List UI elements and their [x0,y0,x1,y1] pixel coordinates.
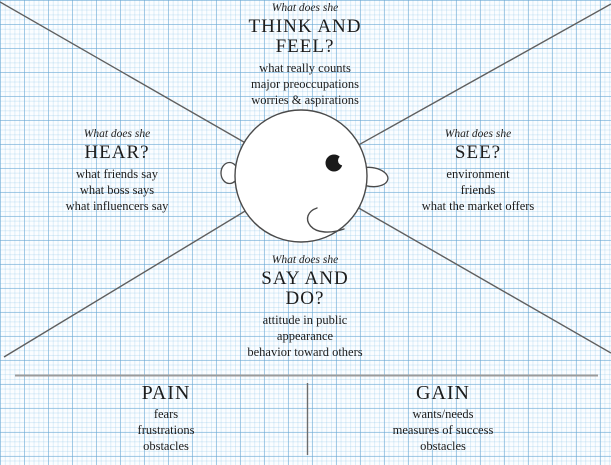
smile-icon [306,207,345,233]
section-say-and-do: What does she SAY AND DO? attitude in pu… [195,254,415,360]
hear-item: what boss says [79,182,155,197]
say-do-items: attitude in public appearance behavior t… [195,312,415,360]
section-gain: GAIN wants/needs measures of success obs… [343,383,543,454]
see-prompt: What does she [444,128,512,140]
pain-items: fears frustrations obstacles [66,406,266,454]
section-pain: PAIN fears frustrations obstacles [66,383,266,454]
eye-icon [325,154,348,172]
see-item: what the market offers [421,198,535,213]
section-hear: What does she HEAR? what friends say wha… [27,128,207,214]
see-item: environment [446,166,510,181]
gain-item: measures of success [392,423,494,437]
see-item: friends [460,182,496,197]
hear-item: what influencers say [65,198,169,213]
gain-items: wants/needs measures of success obstacle… [343,406,543,454]
see-items: environment friends what the market offe… [388,166,568,214]
say-do-item: attitude in public [262,312,348,327]
section-see: What does she SEE? environment friends w… [388,128,568,214]
pain-item: fears [153,407,179,421]
think-feel-item: what really counts [259,60,351,75]
think-feel-item: worries & aspirations [251,92,359,107]
hear-items: what friends say what boss says what inf… [27,166,207,214]
hear-title: HEAR? [84,141,150,163]
say-do-item: appearance [276,328,334,343]
pain-item: frustrations [137,423,195,437]
think-feel-title: THINK AND FEEL? [248,15,362,57]
think-feel-item: major preoccupations [251,76,359,91]
say-do-title: SAY AND DO? [261,267,349,309]
head-outline [234,109,368,243]
gain-item: obstacles [420,439,466,453]
say-do-prompt: What does she [271,254,339,266]
say-do-item: behavior toward others [247,344,363,359]
pain-item: obstacles [143,439,189,453]
pain-title: PAIN [141,382,191,404]
hear-item: what friends say [76,166,158,181]
person-head-profile-icon [220,109,389,243]
see-title: SEE? [454,141,502,163]
section-think-and-feel: What does she THINK AND FEEL? what reall… [195,2,415,108]
gain-title: GAIN [416,382,470,404]
hear-prompt: What does she [83,128,151,140]
gain-item: wants/needs [412,407,474,421]
think-feel-items: what really counts major preoccupations … [195,60,415,108]
think-feel-prompt: What does she [271,2,339,14]
